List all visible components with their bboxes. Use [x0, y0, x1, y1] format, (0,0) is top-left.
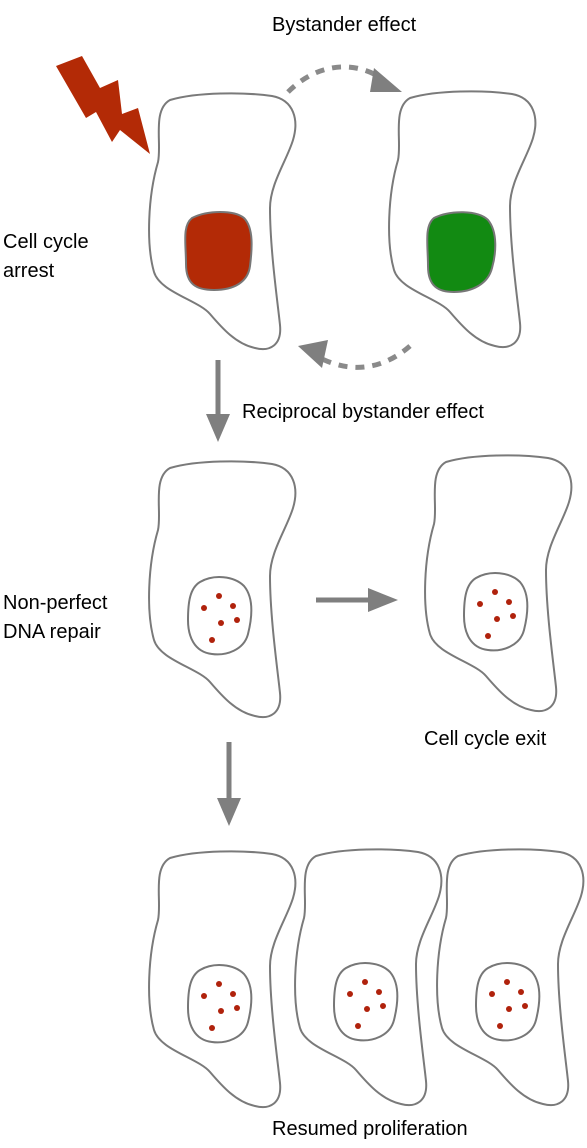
- exit-arrowhead: [368, 588, 398, 612]
- daughter-nucleus-1: [187, 964, 253, 1044]
- resumed-proliferation-label: Resumed proliferation: [272, 1118, 468, 1140]
- daughter-cell-3: [436, 848, 585, 1107]
- bystander-arrowhead: [370, 68, 402, 92]
- bystander-arrow: [286, 64, 386, 94]
- bystander-nucleus: [426, 211, 497, 294]
- repair-cell: [148, 460, 297, 719]
- repair-nucleus: [187, 576, 253, 656]
- non-perfect-repair-label-line2: DNA repair: [3, 621, 101, 643]
- irradiated-cell: [148, 92, 297, 351]
- reciprocal-bystander-effect-label: Reciprocal bystander effect: [242, 401, 484, 423]
- daughter-cell-2: [294, 848, 443, 1107]
- cell-cycle-arrest-label-line2: arrest: [3, 260, 55, 282]
- exit-nucleus: [463, 572, 529, 652]
- reciprocal-arrowhead: [298, 340, 328, 368]
- irradiated-nucleus: [184, 211, 253, 292]
- bystander-cell: [388, 90, 537, 349]
- daughter-cell-1: [148, 850, 297, 1109]
- non-perfect-repair-label: Non-perfect: [3, 592, 108, 614]
- lightning-bolt-icon: [56, 56, 150, 154]
- exit-cell: [424, 454, 573, 713]
- daughter-nucleus-2: [333, 962, 399, 1042]
- cell-cycle-arrest-label: Cell cycle: [3, 231, 89, 253]
- bystander-effect-label: Bystander effect: [272, 14, 417, 36]
- down-arrowhead-2: [217, 798, 241, 826]
- cell-cycle-exit-label: Cell cycle exit: [424, 728, 547, 750]
- reciprocal-arrow: [318, 344, 412, 370]
- daughter-nucleus-3: [475, 962, 541, 1042]
- down-arrowhead-1: [206, 414, 230, 442]
